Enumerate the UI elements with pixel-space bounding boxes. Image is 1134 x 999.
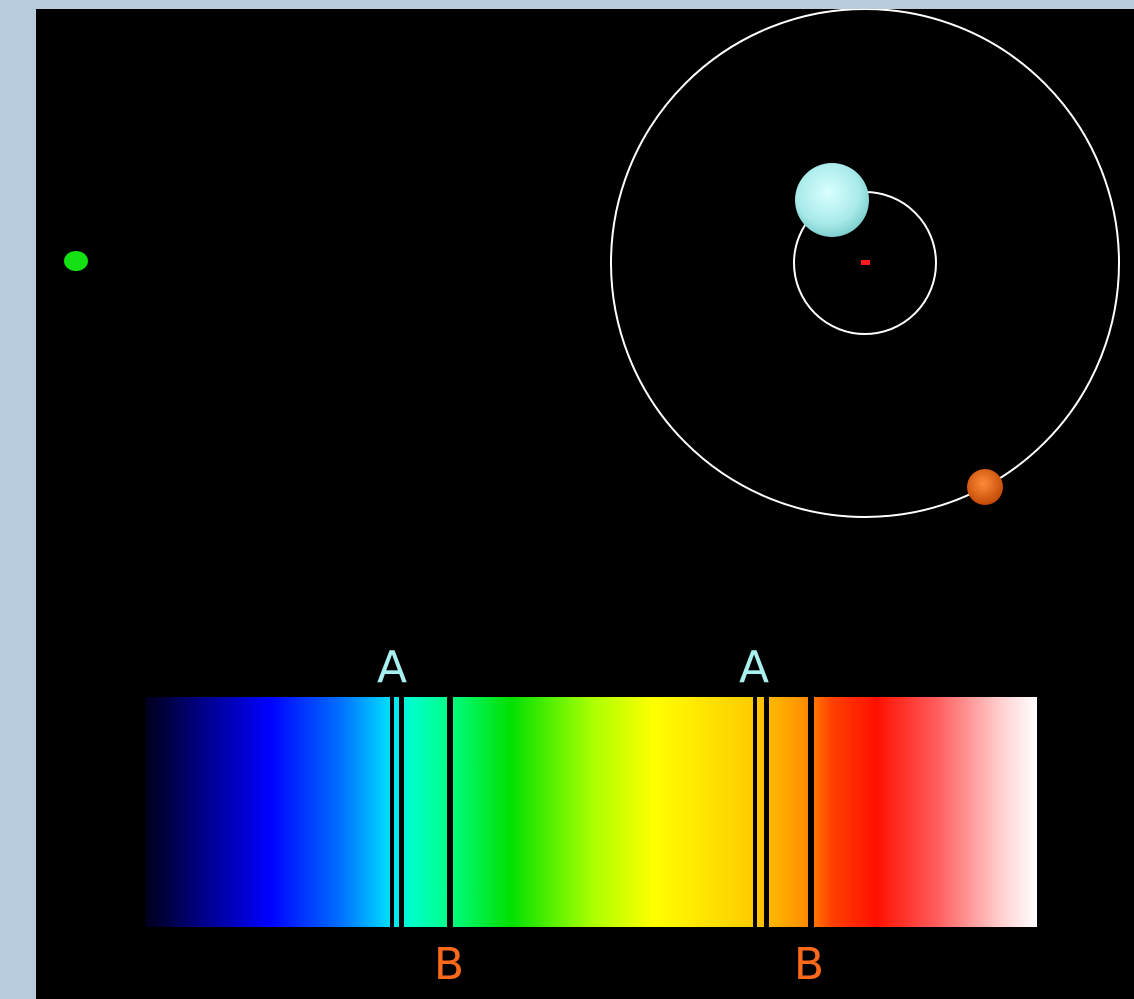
spectral-line-label-a-2: A [738,642,770,693]
observer-dot-icon[interactable] [64,251,88,271]
spectral-line-label-a-1: A [376,642,408,693]
spectral-line-a-2 [753,697,757,927]
spectral-line-b-2 [764,697,769,927]
spectral-line-a-1 [390,697,394,927]
simulation-drawing [64,9,1120,927]
center-of-mass-icon [861,260,870,265]
simulation-canvas[interactable]: A A B B [36,9,1134,999]
spectral-line-b-3 [447,697,453,927]
orbit-star-b [610,9,1120,518]
star-a[interactable] [795,163,869,237]
spectral-line-label-b-2: B [793,939,825,990]
spectral-line-b-4 [808,697,814,927]
spectral-line-b-1 [399,697,404,927]
spectrum-bar [145,697,1037,927]
spectral-line-label-b-1: B [433,939,465,990]
star-b[interactable] [967,469,1003,505]
